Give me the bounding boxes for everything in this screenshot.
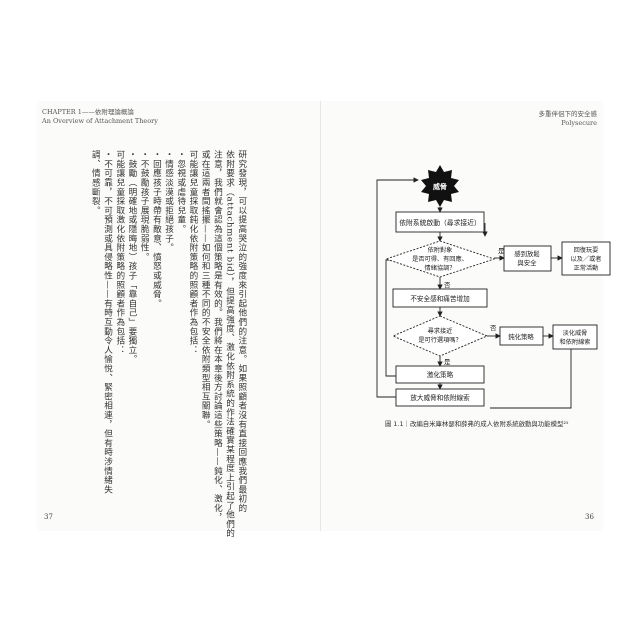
decision2-yes: 是 (444, 358, 451, 366)
body-column: ・鼓勵（明確地或隱晦地）孩子「靠自己」要獨立。 (126, 150, 137, 364)
body-column: ・回應孩子時帶有敵意、憤怒或威脅。 (151, 150, 162, 309)
body-column: ・忽視或虐待兒童。 (175, 150, 186, 234)
decision1-line2: 是否可得、有回應、 (412, 255, 468, 263)
amplify-box (395, 388, 485, 407)
hyperactivation-box (395, 365, 485, 384)
decision2-line2: 是可行選項嗎？ (418, 336, 461, 344)
body-column: ・不可靠，不可預測或具侵略性——有時互動令人愉悅、緊密相連，但有時涉情緒失 (102, 150, 113, 495)
decision1-line3: 情緒協調？ (425, 264, 456, 272)
left-header-subtitle: An Overview of Attachment Theory (42, 117, 158, 126)
hyperactivation-label: 激化策略 (427, 370, 454, 379)
distress-label: 不安全感和痛苦增加 (410, 294, 470, 303)
restore-line1: 回復玩耍 (574, 246, 599, 254)
left-page-body: 研究發現，可以提高哭泣的強度來引起他們的注意。如果照顧者沒有直接回應我們最初的依… (77, 150, 260, 538)
decision1-no: 否 (444, 281, 451, 289)
restore-line3: 正常活動 (574, 264, 599, 272)
decision1-yes: 是 (498, 247, 505, 255)
body-column: ・情感淡漠或拒絕孩子。 (163, 150, 174, 253)
secure-box (503, 245, 552, 272)
left-page-number: 37 (44, 513, 53, 521)
deactivation-result-line2: 和依附線索 (560, 338, 591, 346)
threat-label: 威脅 (433, 182, 447, 191)
activation-label: 依附系統啟動（尋求接近） (399, 218, 481, 227)
right-page-number: 36 (585, 513, 594, 521)
activation-box (395, 211, 485, 233)
body-column: 可能讓兒童採取鈍化依附策略的照顧者作為包括： (187, 150, 198, 355)
left-running-header: CHAPTER 1——依附理論概論 An Overview of Attachm… (42, 108, 158, 127)
deactivation-result-line1: 淡化威脅 (563, 329, 588, 337)
body-column: ・不鼓勵孩子展現脆弱性。 (139, 150, 150, 262)
deactivation-result-box (552, 324, 598, 350)
right-header-subtitle: Polysecure (561, 119, 597, 128)
right-header-title: 多重伴侶下的安全感 (538, 110, 598, 118)
threat-burst: 威脅 (421, 165, 459, 207)
deactivation-box (499, 326, 544, 346)
deactivation-label: 鈍化策略 (508, 332, 534, 341)
decision2-no: 否 (490, 324, 497, 332)
left-header-chapter: CHAPTER 1——依附理論概論 (42, 108, 134, 116)
body-column: 或在這兩者間搖擺——如何和三種不同的不安全依附類型相互關聯。 (200, 150, 211, 429)
book-gutter (320, 101, 321, 531)
decision-proximity (391, 315, 489, 357)
body-column: 可能讓兒童採取激化依附策略的照顧者作為包括： (114, 150, 125, 355)
body-column: 注意，我們就會認為這個策略是有效的。我們將在本章後方討論這些策略——鈍化、激化， (212, 150, 223, 522)
restore-line2: 以及／或者 (571, 255, 602, 263)
body-column: 調、情感斷裂。 (90, 150, 101, 216)
right-running-header: 多重伴侶下的安全感 Polysecure (539, 110, 598, 129)
distress-box (392, 288, 488, 308)
secure-line1: 感到放鬆 (514, 249, 540, 258)
figure-caption: 圖 1.1｜改編自米庫林瑟和薛弗的成人依附系統啟動與功能模型²⁵ (385, 420, 569, 428)
body-column: 依附要求（attachment bid），但提高強度、激化依附系統的作法確實某程… (224, 150, 235, 538)
restore-box (561, 241, 611, 276)
secure-line2: 與安全 (517, 258, 537, 267)
amplify-label: 放大威脅和依附線索 (410, 393, 470, 402)
decision-availability (384, 240, 496, 278)
decision1-line1: 依附對象 (428, 246, 453, 254)
body-column: 研究發現，可以提高哭泣的強度來引起他們的注意。如果照顧者沒有直接回應我們最初的 (236, 150, 247, 513)
decision2-line1: 尋求接近 (428, 327, 453, 335)
